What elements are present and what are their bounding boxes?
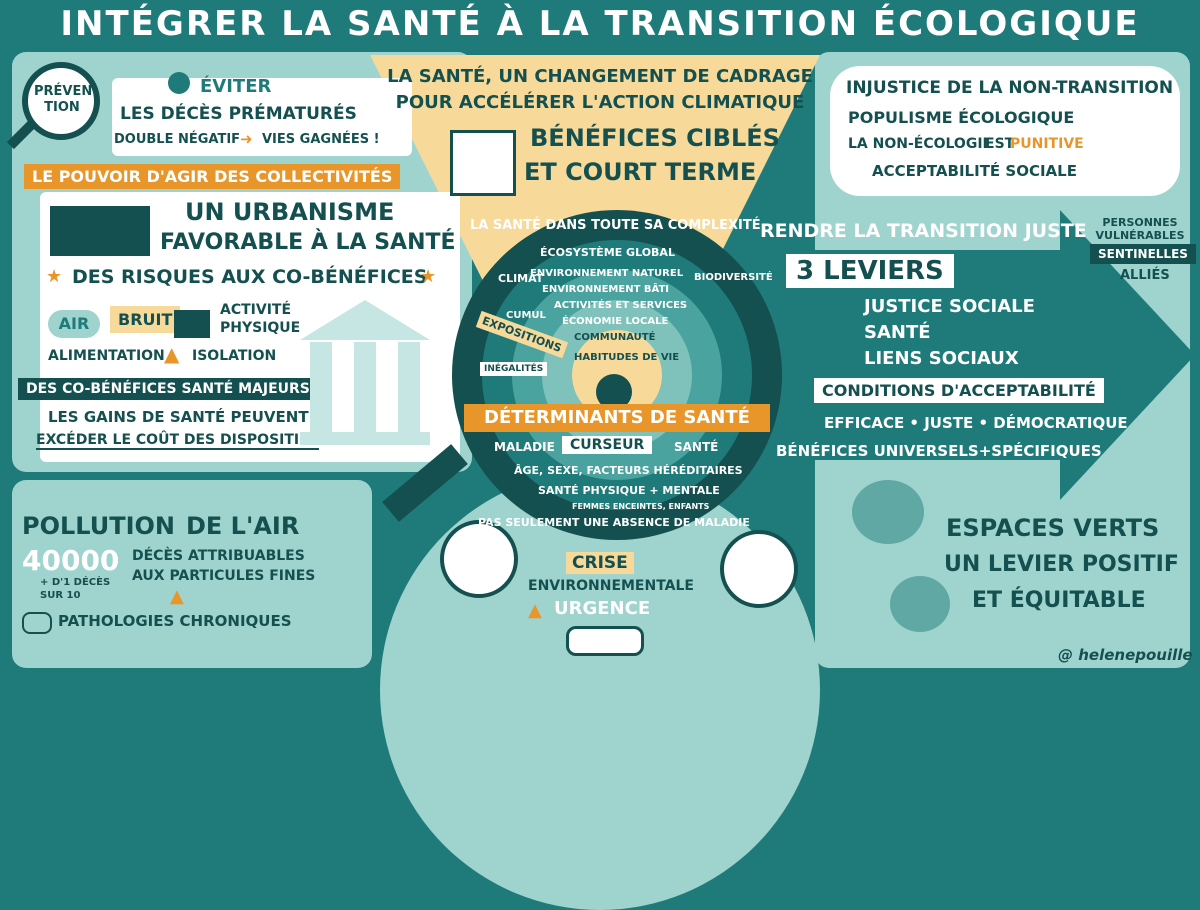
physique-text: physique [220, 320, 301, 336]
urgence-text: Urgence [554, 598, 651, 619]
espaces-line3: et équitable [972, 588, 1146, 613]
espaces-line1: Espaces verts [946, 514, 1160, 542]
eviter-text: Éviter [200, 76, 272, 97]
maladie-text: Maladie [494, 440, 555, 454]
biodiversite-text: Biodiversité [694, 272, 773, 283]
activite-text: Activité [220, 302, 292, 318]
injustice-box [830, 66, 1180, 196]
benefices-text: Bénéfices universels+spécifiques [776, 442, 1102, 460]
tree-right-2 [890, 576, 950, 632]
personnes-text: Personnes vulnérables [1095, 216, 1185, 242]
injustice-line1: Injustice de la non-transition [846, 78, 1174, 98]
determinants-heading: Déterminants de santé [464, 404, 770, 432]
injustice-line3a: La non-écologie [848, 136, 993, 152]
pollution-ratio: + d'1 décès sur 10 [40, 577, 111, 601]
bottom-left-panel [12, 480, 372, 668]
arrow-up-icon: ▲ [170, 586, 184, 607]
climat-text: Climat [498, 272, 544, 285]
globe-mouth [566, 626, 644, 656]
deces-text: les décès prématurés [120, 104, 357, 124]
boots-icon [174, 310, 210, 338]
physique-mentale-text: Santé physique + mentale [538, 484, 720, 497]
injustice-line4: Acceptabilité sociale [872, 162, 1077, 180]
building-icon [300, 300, 430, 445]
injustice-line3b: est [985, 136, 1015, 152]
conditions-heading: Conditions d'acceptabilité [814, 378, 1104, 403]
globe-eye-right [720, 530, 798, 608]
injustice-line2: Populisme écologique [848, 108, 1075, 127]
sentinelles-badge: Sentinelles [1090, 244, 1196, 264]
curseur-badge: Curseur [562, 436, 653, 454]
fire-icon: ▲ [164, 342, 180, 366]
star-icon-left: ★ [46, 266, 63, 287]
levier-3: Liens sociaux [864, 348, 1019, 369]
ecosysteme-text: Écosystème global [540, 246, 675, 259]
leviers-heading: 3 leviers [786, 254, 954, 288]
levier-2: Santé [864, 322, 931, 343]
bruit-badge: Bruit [110, 306, 181, 333]
box-character-icon [450, 130, 516, 196]
communaute-text: Communauté [574, 332, 656, 343]
prevention-box [112, 78, 412, 156]
double-negatif-text: Double négatif [114, 132, 241, 147]
efficace-text: Efficace • Juste • Démocratique [824, 414, 1128, 432]
urbanisme-text: Un urbanisme [185, 198, 395, 226]
injustice-line3c: punitive [1010, 136, 1084, 152]
benefices-cibles: Bénéfices ciblés [530, 124, 780, 152]
pollution-title-1: Pollution [22, 512, 175, 540]
risques-text: Des risques aux co-bénéfices [72, 266, 428, 288]
allies-text: Alliés [1120, 268, 1170, 283]
pouvoir-heading: Le pouvoir d'agir des collectivités [24, 164, 401, 189]
vies-text: vies gagnées ! [262, 132, 380, 147]
pollution-deces: décès attribuables [132, 548, 305, 564]
cumul-text: Cumul [506, 310, 546, 321]
prevention-label: Préven-tion [34, 84, 98, 115]
court-terme: et court terme [524, 158, 757, 186]
alimentation-text: Alimentation [48, 348, 165, 364]
pollution-particules: aux particules fines [132, 568, 316, 584]
isolation-text: Isolation [192, 348, 277, 364]
bell-icon: ▲ [528, 600, 542, 621]
city-icon [50, 206, 150, 256]
pollution-patho: Pathologies chroniques [58, 612, 292, 630]
arc-bottom: Pas seulement une absence de maladie [478, 516, 750, 529]
air-badge: Air [48, 310, 100, 338]
femmes-text: Femmes enceintes, enfants [572, 502, 710, 511]
gains-text: Les gains de santé peuvent [48, 408, 309, 426]
pollution-title-2: de l'air [186, 512, 300, 540]
habitudes-text: Habitudes de vie [574, 352, 680, 363]
signature: @ helenepouille [1058, 646, 1193, 664]
cadrage-line2: pour accélérer l'action climatique [395, 92, 805, 113]
star-icon-right: ★ [420, 266, 437, 287]
age-text: Âge, sexe, facteurs héréditaires [514, 464, 743, 477]
env-naturel-text: Environnement naturel [530, 268, 684, 279]
crise-badge: Crise [566, 552, 634, 574]
env-bati-text: Environnement bâti [542, 284, 670, 295]
sante-text: Santé [674, 440, 719, 454]
skull-icon [168, 72, 190, 94]
levier-1: Justice sociale [864, 296, 1035, 317]
espaces-line2: un levier positif [944, 552, 1179, 577]
arc-top: La santé dans toute sa complexité [470, 218, 761, 233]
pollution-number: 40000 [22, 544, 120, 577]
exceder-text: excéder le coût des dispositifs [36, 432, 319, 450]
favorable-text: favorable à la santé [160, 230, 456, 255]
arrow-icon: ➜ [240, 130, 253, 148]
rendre-text: Rendre la transition juste [760, 220, 1087, 242]
globe-eye-left [440, 520, 518, 598]
lungs-icon [22, 612, 52, 634]
tree-right-1 [852, 480, 924, 544]
crise-env: Environnementale [528, 578, 694, 594]
inegalites-text: Inégalités [480, 362, 548, 376]
cobenefices-heading: Des co-bénéfices santé majeurs [18, 378, 318, 400]
page-title: Intégrer la santé à la transition écolog… [60, 4, 1140, 44]
activites-text: Activités et services [554, 300, 688, 311]
economie-text: Économie locale [562, 316, 669, 327]
cadrage-line1: La santé, un changement de cadrage [387, 66, 813, 87]
